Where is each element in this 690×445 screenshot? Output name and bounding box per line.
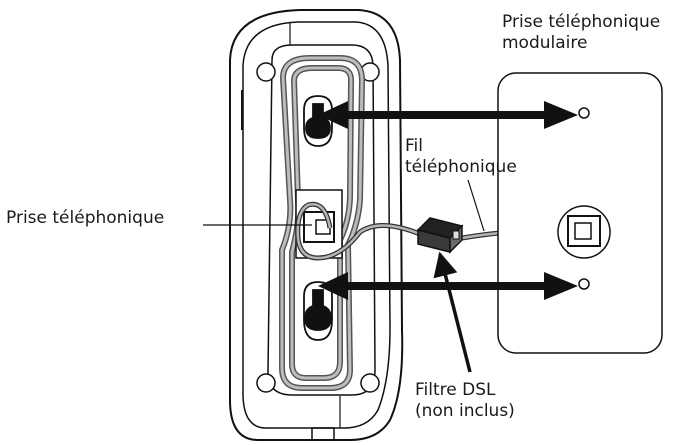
leader-phone-wire	[467, 179, 485, 232]
wall-screw-bottom	[578, 278, 590, 290]
base-recess	[267, 44, 376, 396]
cord-wrap	[279, 55, 366, 391]
dsl-filter-label: Filtre DSL (non inclus)	[415, 380, 515, 422]
keyhole-bottom	[304, 289, 332, 331]
keyhole-top	[305, 103, 331, 139]
base-screw-holes	[256, 62, 380, 393]
wall-jack-label: Prise téléphonique modulaire	[502, 12, 660, 54]
wall-screw-top	[578, 107, 590, 119]
screw-hole-bottom-left	[256, 373, 276, 393]
dsl-filter	[416, 217, 464, 254]
phone-wire-label: Fil téléphonique	[405, 136, 517, 178]
phone-wire-label-line-2: téléphonique	[405, 157, 517, 177]
cord-wrap-inner-core	[290, 66, 353, 380]
base-outer-shell	[229, 9, 404, 441]
leader-dsl-filter	[433, 251, 472, 373]
base-bottom-tab	[311, 427, 335, 441]
phone-base	[229, 9, 404, 441]
leader-lines	[203, 179, 485, 373]
cord-wrap-outer-core	[280, 56, 364, 390]
dsl-filter-label-line-1: Filtre DSL	[415, 380, 496, 400]
wall-jack-label-line-1: Prise téléphonique	[502, 12, 661, 32]
dsl-filter-port	[452, 230, 460, 240]
base-inner-shell	[242, 21, 391, 429]
keyhole-slots	[303, 95, 333, 341]
screw-hole-top-left	[256, 62, 276, 82]
arrow-top	[318, 101, 578, 129]
wall-jack-label-line-2: modulaire	[502, 33, 588, 53]
phone-jack-label: Prise téléphonique	[6, 208, 165, 228]
screw-hole-bottom-right	[360, 373, 380, 393]
wire-base-to-filter-core	[296, 203, 421, 260]
wall-jack-port	[574, 222, 592, 240]
dsl-filter-label-line-2: (non inclus)	[415, 401, 515, 421]
phone-wire-label-line-1: Fil	[405, 136, 423, 156]
